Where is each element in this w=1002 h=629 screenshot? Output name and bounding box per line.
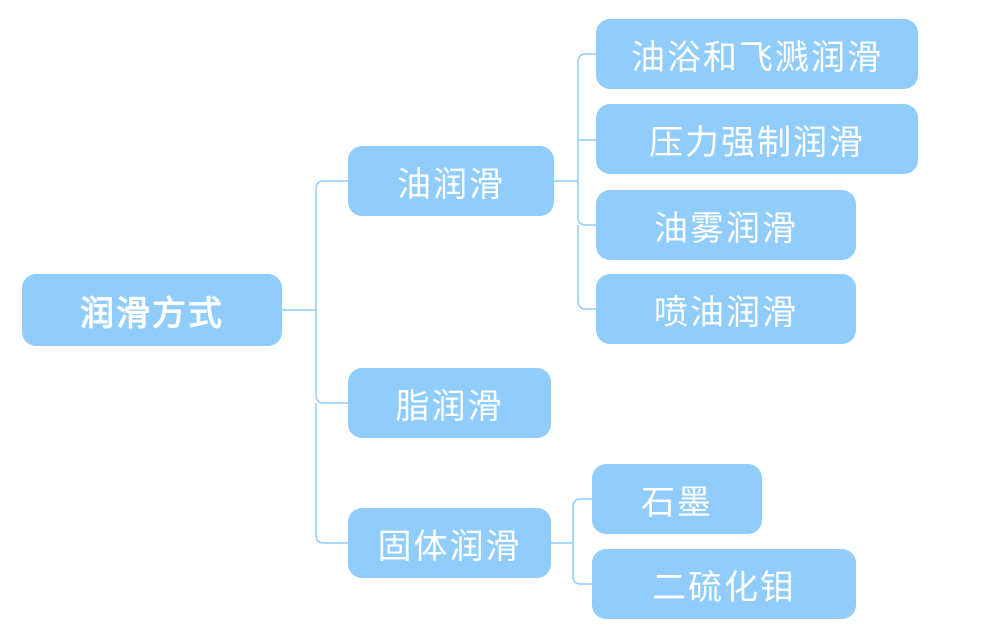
connector-solid-child-1 <box>572 498 592 543</box>
leaf-pressure-forced: 压力强制润滑 <box>596 104 918 174</box>
leaf-label: 油雾润滑 <box>654 208 798 249</box>
connector-solid-child-2 <box>572 543 592 585</box>
connector-oil-child-3 <box>577 181 596 226</box>
leaf-label: 喷油润滑 <box>654 292 798 333</box>
leaf-label: 油浴和飞溅润滑 <box>631 37 883 78</box>
connector-root-oil <box>315 180 348 310</box>
leaf-oil-jet: 喷油润滑 <box>596 274 856 344</box>
leaf-oil-mist: 油雾润滑 <box>596 190 856 260</box>
leaf-oil-bath-splash: 油浴和飞溅润滑 <box>596 19 918 89</box>
connector-oil-child-4 <box>577 225 596 310</box>
branch-grease-lubrication: 脂润滑 <box>348 368 551 438</box>
leaf-label: 压力强制润滑 <box>649 122 865 163</box>
leaf-graphite: 石墨 <box>592 464 762 534</box>
leaf-label: 二硫化钼 <box>652 567 796 608</box>
branch-label: 油润滑 <box>397 164 505 205</box>
leaf-molybdenum-disulfide: 二硫化钼 <box>592 549 856 619</box>
branch-label: 固体润滑 <box>377 526 522 567</box>
connector-oil-child-1 <box>577 53 596 181</box>
branch-label: 脂润滑 <box>395 386 504 427</box>
root-node: 润滑方式 <box>22 274 282 346</box>
connector-root-grease <box>315 310 348 404</box>
branch-oil-lubrication: 油润滑 <box>348 146 554 216</box>
leaf-label: 石墨 <box>641 482 713 523</box>
branch-solid-lubrication: 固体润滑 <box>348 508 551 578</box>
root-label: 润滑方式 <box>80 293 224 334</box>
connector-root-solid <box>315 403 348 544</box>
